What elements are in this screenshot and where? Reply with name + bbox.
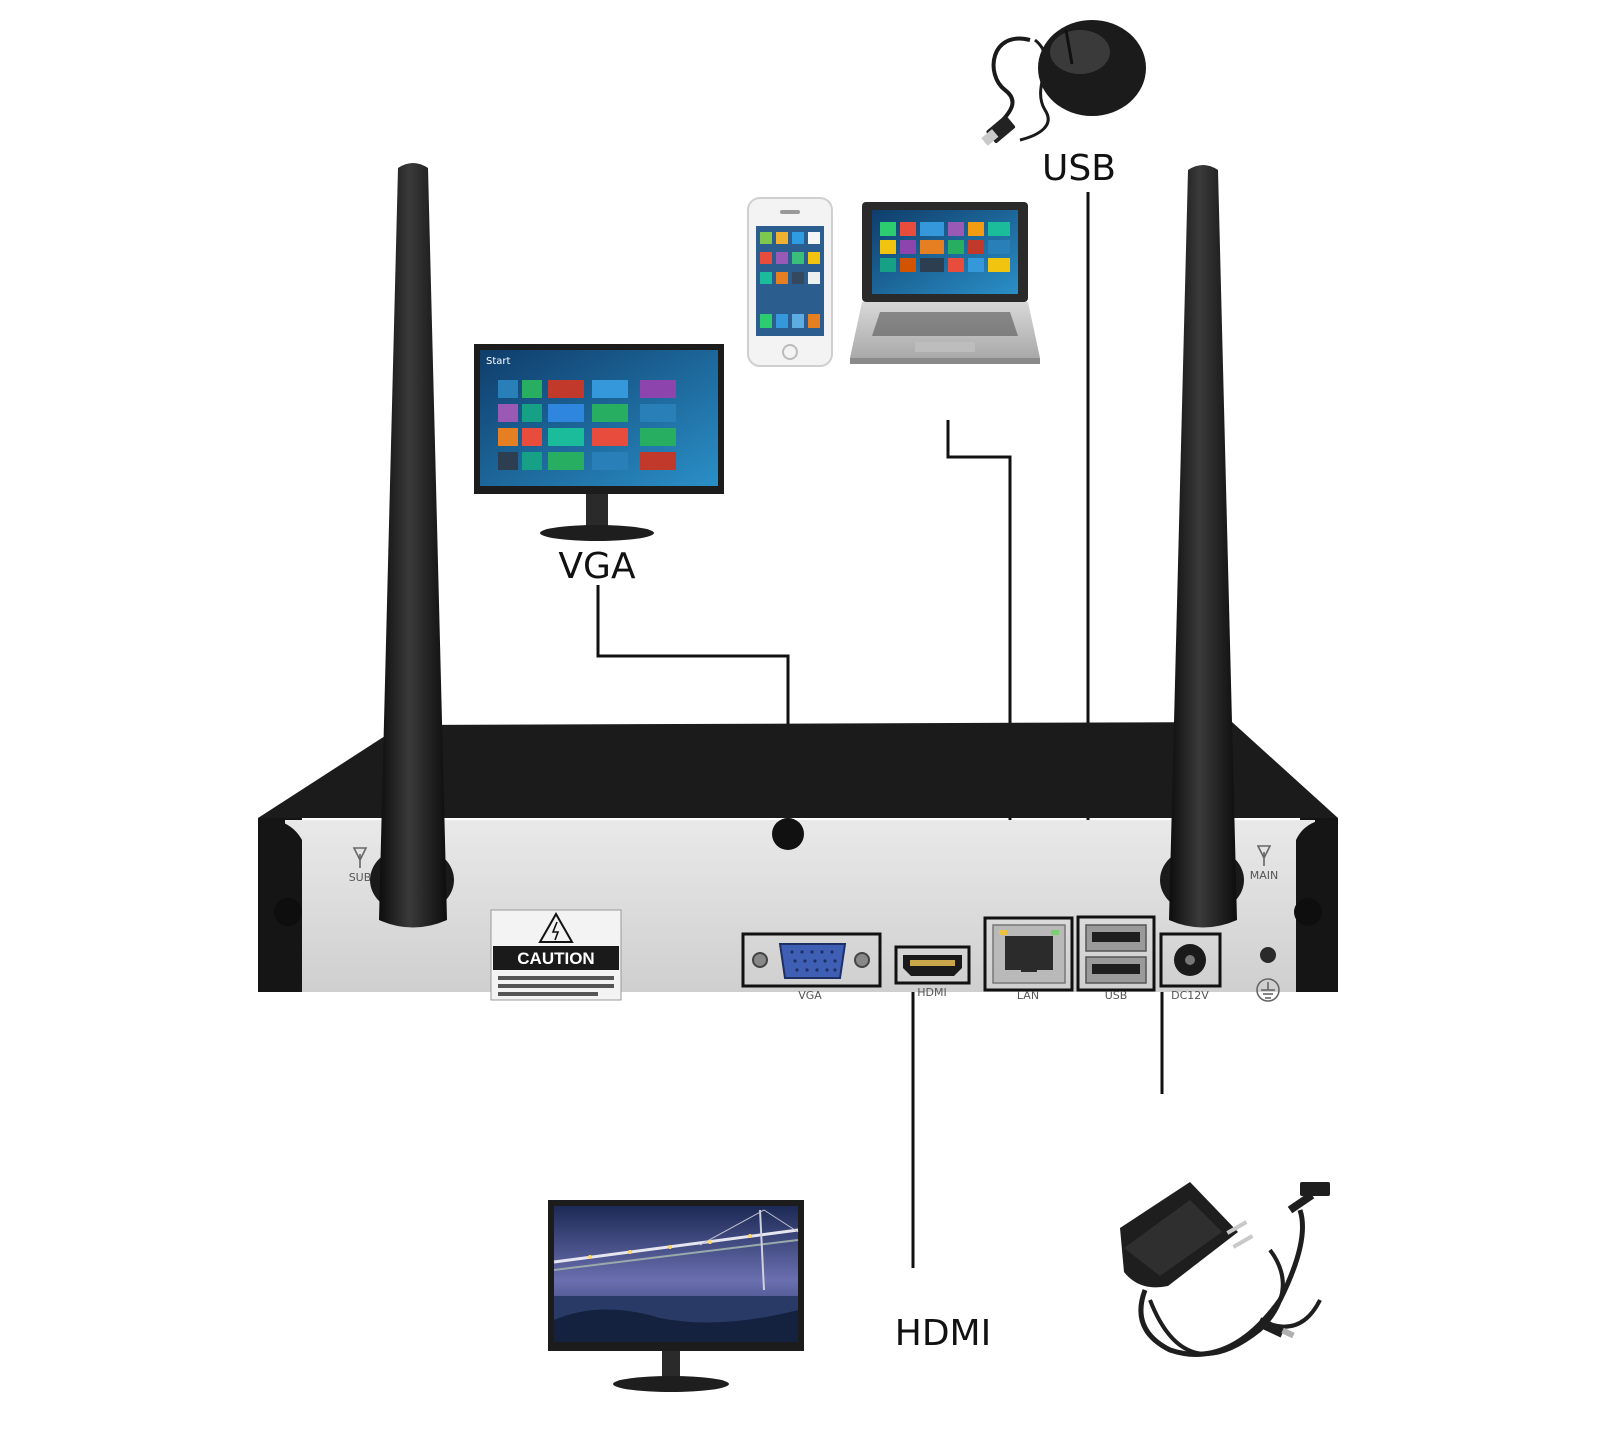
antenna-right-label: MAIN — [1250, 869, 1279, 882]
caution-sticker: CAUTION — [491, 910, 621, 1000]
hdmi-label: HDMI — [895, 1313, 991, 1354]
hdmi-monitor-icon — [548, 1200, 804, 1392]
vga-monitor-icon: Start — [474, 344, 724, 541]
antenna-right — [1160, 165, 1244, 928]
caution-text: CAUTION — [517, 949, 594, 968]
power-adapter-icon — [1120, 1182, 1330, 1354]
dc-port-label: DC12V — [1171, 989, 1209, 1002]
usb-label: USB — [1042, 148, 1116, 189]
mouse-icon — [981, 20, 1146, 146]
vga-port-label: VGA — [798, 989, 822, 1002]
ground-screw — [1260, 947, 1276, 963]
laptop-icon — [850, 202, 1040, 364]
hdmi-port-label: HDMI — [917, 986, 946, 999]
antenna-left — [370, 163, 454, 928]
antenna-left-label: SUB — [349, 871, 372, 884]
lan-port-label: LAN — [1017, 989, 1039, 1002]
lan-port — [985, 918, 1072, 990]
svg-text:Start: Start — [486, 356, 511, 367]
phone-icon — [748, 198, 832, 366]
vga-label: VGA — [558, 546, 636, 587]
usb-port-label: USB — [1105, 989, 1128, 1002]
